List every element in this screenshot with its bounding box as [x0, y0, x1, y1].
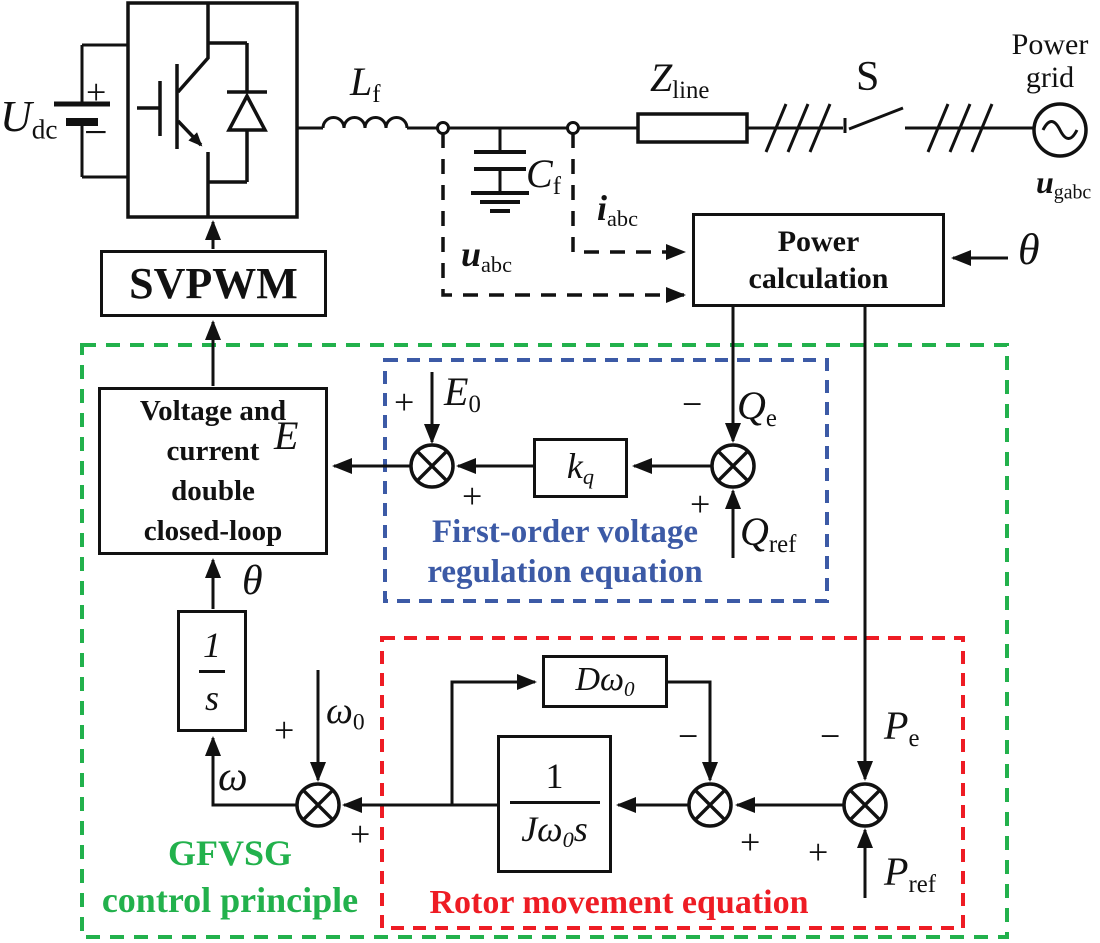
- damping-block: Dω0: [542, 655, 668, 708]
- power-calc-line1: Power: [777, 225, 860, 258]
- e0-label: E0: [444, 369, 481, 418]
- pref-label: Pref: [884, 849, 936, 898]
- e-summing-junction: [409, 443, 455, 489]
- omega-to-integrator: [205, 736, 296, 807]
- vloop-line2: current: [166, 435, 260, 467]
- midsum-plus-sign: +: [740, 822, 761, 862]
- diode-icon: [226, 92, 268, 132]
- filter-capacitor-label: Cf: [526, 151, 561, 200]
- dc-source-label: Udc: [0, 92, 58, 145]
- line-impedance-box: [636, 112, 749, 144]
- omega0-label: ω0: [326, 690, 365, 736]
- qref-plus-sign: +: [690, 484, 711, 524]
- qe-minus-sign: −: [682, 384, 703, 424]
- omega0-plus-sign: +: [274, 710, 295, 750]
- theta-input-label: θ: [1018, 225, 1040, 274]
- q-summing-junction: [710, 443, 756, 489]
- node-uabc: [436, 121, 450, 135]
- node-iabc: [566, 121, 580, 135]
- omegasum-plus-sign: +: [350, 814, 371, 854]
- damping-summing-junction: [687, 782, 733, 828]
- pref-plus-sign: +: [808, 832, 829, 872]
- line-impedance-label: Zline: [650, 55, 710, 104]
- grid-voltage-label: ugabc: [1036, 164, 1092, 204]
- damping-to-midsum: [668, 680, 718, 782]
- inverter-symbol: [126, 1, 299, 219]
- p-summing-junction: [842, 782, 888, 828]
- battery-plus-sign: +: [86, 72, 107, 112]
- vloop-line3: double: [171, 475, 255, 507]
- pe-label: Pe: [884, 703, 920, 752]
- kq-label: kq: [566, 446, 595, 490]
- pe-minus-sign: −: [820, 716, 841, 756]
- cap-voltage-label: uabc: [461, 234, 512, 278]
- line-current-label: iabc: [597, 188, 638, 232]
- kq-plus-sign: +: [462, 476, 483, 516]
- integrator-denominator: s: [204, 677, 219, 718]
- grid-source-icon: [1032, 102, 1088, 158]
- damping-minus-sign: −: [678, 716, 699, 756]
- branch-to-damping: [450, 674, 537, 805]
- ac-line: [297, 116, 1034, 130]
- filter-inductor-label: Lf: [350, 59, 381, 108]
- dc-source-symbol: [54, 43, 128, 179]
- damping-label: Dω0: [575, 661, 635, 701]
- qe-label: Qe: [737, 383, 777, 432]
- voltage-regulation-region-box: [383, 358, 829, 603]
- svpwm-label: SVPWM: [129, 259, 298, 308]
- omega-summing-junction: [295, 782, 341, 828]
- kq-gain-block: kq: [533, 438, 628, 498]
- vloop-line4: closed-loop: [143, 515, 283, 547]
- summing-junctions: [295, 443, 888, 828]
- uabc-measurement-line: [441, 133, 686, 303]
- fraction-bar: [199, 669, 225, 673]
- three-phase-marks-1: [764, 103, 832, 153]
- qref-label: Qref: [740, 509, 797, 558]
- control-arrows: [205, 220, 873, 898]
- power-calc-line2: calculation: [748, 262, 889, 295]
- power-calculation-block: Power calculation: [692, 213, 945, 307]
- iabc-measurement-line: [571, 133, 686, 260]
- rotor-equation-region-box: [380, 636, 965, 930]
- gfvsg-region-box: [80, 343, 1009, 939]
- integrator-block: 1 s: [177, 610, 247, 732]
- inertia-numerator: 1: [545, 755, 564, 796]
- vloop-line1: Voltage and: [139, 395, 287, 427]
- switch-label: S: [856, 54, 880, 100]
- capacitor-symbol: [471, 128, 529, 213]
- three-phase-marks-2: [926, 103, 994, 153]
- theta-label: θ: [242, 558, 263, 604]
- switch-symbol: [843, 106, 904, 133]
- inertia-denominator: Jω0s: [521, 808, 588, 853]
- inertia-block: 1 Jω0s: [497, 735, 612, 873]
- omega-label: ω: [218, 754, 248, 800]
- voltage-current-loop-block: Voltage and current double closed-loop: [98, 387, 328, 555]
- e-label: E: [274, 413, 299, 458]
- e0-plus-sign: +: [394, 382, 415, 422]
- battery-minus-sign: −: [84, 110, 108, 156]
- integrator-numerator: 1: [203, 624, 221, 665]
- rotor-equation-region-label: Rotor movement equation: [429, 884, 809, 921]
- ground-icon: [471, 191, 529, 213]
- inductor-icon: [321, 116, 409, 129]
- fraction-bar: [509, 800, 600, 804]
- svpwm-block: SVPWM: [100, 250, 327, 317]
